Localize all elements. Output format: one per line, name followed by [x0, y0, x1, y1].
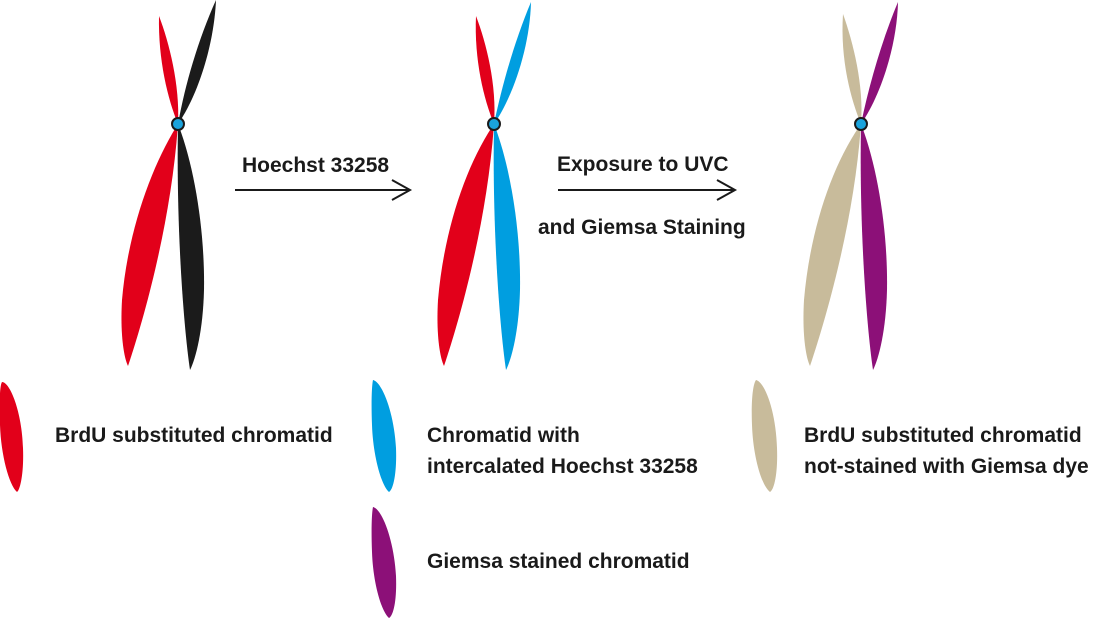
chromatid-upper-left-red: [475, 16, 495, 124]
chromosome-hoechst-treated: [437, 2, 531, 370]
legend-swatch-giemsa-purple: [371, 507, 397, 618]
arrow-step-2: [558, 179, 738, 201]
chromatid-upper-right-blue: [494, 2, 531, 124]
legend: BrdU substituted chromatid Chromatid wit…: [0, 380, 1089, 618]
chromatid-lower-right-blue: [493, 124, 521, 370]
centromere: [171, 117, 185, 131]
chromatid-lower-left-red: [437, 124, 494, 366]
chromatid-upper-left-beige: [842, 14, 862, 124]
chromatid-upper-right-black: [178, 0, 216, 124]
centromere: [854, 117, 868, 131]
legend-label-hoechst-line-1: Chromatid with: [427, 424, 580, 447]
chromosome-giemsa-stained: [803, 2, 898, 370]
step-2-label-line-2: and Giemsa Staining: [538, 216, 746, 239]
legend-label-hoechst-line-2: intercalated Hoechst 33258: [427, 455, 698, 478]
legend-swatch-unstained-beige: [751, 380, 778, 492]
legend-label-unstained-line-2: not-stained with Giemsa dye: [804, 455, 1089, 478]
step-1-label: Hoechst 33258: [242, 154, 389, 177]
chromatid-lower-left-red: [121, 124, 178, 366]
chromatid-upper-right-purple: [861, 2, 898, 124]
chromatid-lower-left-beige: [803, 124, 861, 366]
legend-label-brdu: BrdU substituted chromatid: [55, 424, 333, 447]
chromosome-untreated: [121, 0, 216, 370]
step-2-label-line-1: Exposure to UVC: [557, 153, 729, 176]
arrow-step-1: [235, 179, 413, 201]
chromatid-upper-left-red: [158, 16, 179, 124]
legend-swatch-hoechst-blue: [371, 380, 397, 492]
chromatid-lower-right-black: [177, 124, 205, 370]
centromere: [487, 117, 501, 131]
legend-label-giemsa: Giemsa stained chromatid: [427, 550, 690, 573]
legend-label-unstained-line-1: BrdU substituted chromatid: [804, 424, 1082, 447]
legend-swatch-brdu-red: [0, 382, 24, 492]
chromatid-lower-right-purple: [860, 124, 888, 370]
